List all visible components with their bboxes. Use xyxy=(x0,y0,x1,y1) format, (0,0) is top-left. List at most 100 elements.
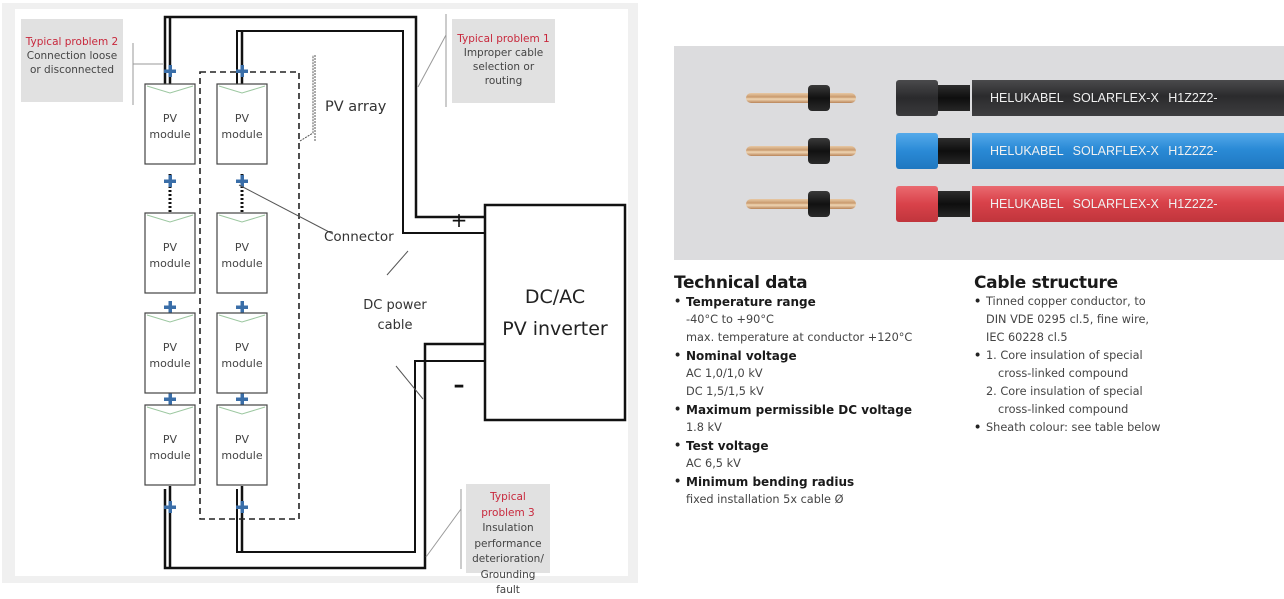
pv-module-box xyxy=(144,83,196,165)
callout-title: Typical problem 3 xyxy=(481,491,535,519)
pv-module: PV module xyxy=(144,83,196,165)
pv-module-box xyxy=(144,212,196,294)
callout-body-line: Improper cable xyxy=(463,47,544,59)
connector-icon xyxy=(236,393,248,405)
cable-blue: HELUKABEL SOLARFLEX-X H1Z2Z2- xyxy=(674,131,1284,171)
pv-module-label: module xyxy=(221,128,262,141)
callout-body-line: Insulation xyxy=(482,522,534,534)
pv-module-label: PV xyxy=(235,112,250,125)
spec-value: AC 1,0/1,0 kV xyxy=(686,367,763,380)
structure-line: cross-linked compound xyxy=(998,403,1129,416)
pv-array-leader-line xyxy=(299,55,314,142)
solar-cable-photo: HELUKABEL SOLARFLEX-X H1Z2Z2- HELUKABEL … xyxy=(674,46,1284,260)
cable-structure-section: Cable structure Tinned copper conductor,… xyxy=(974,273,1214,437)
pv-module-top-mark xyxy=(146,314,194,323)
spec-value: fixed installation 5x cable Ø xyxy=(686,493,844,506)
connector-icon xyxy=(164,501,176,513)
pv-module-label: module xyxy=(221,257,262,270)
pv-module-box xyxy=(144,404,196,486)
connector-icon xyxy=(164,301,176,313)
pv-module: PV module xyxy=(216,83,268,165)
pv-module-label: PV xyxy=(235,241,250,254)
pv-module-label: PV xyxy=(163,112,178,125)
callout-body-line: selection or xyxy=(472,61,535,73)
pv-module-label: module xyxy=(149,357,190,370)
connector-icon xyxy=(236,65,248,77)
technical-data-section: Technical data Temperature range -40°C t… xyxy=(674,273,954,509)
cable-sheath-print: HELUKABEL SOLARFLEX-X H1Z2Z2- xyxy=(972,80,1284,116)
dc-cable-leader-line-bottom xyxy=(395,365,424,400)
connector-icon xyxy=(236,175,248,187)
connector-icon xyxy=(164,65,176,77)
sheath-collar xyxy=(896,186,938,222)
connector-label: Connector xyxy=(324,229,394,245)
negative-terminal-sign: – xyxy=(454,373,465,398)
problem1-leader-diag xyxy=(417,34,447,88)
structure-item-sheath-colour: Sheath colour: see table below xyxy=(974,419,1214,437)
pv-module-label: PV xyxy=(235,341,250,354)
inner-insulation-sleeve xyxy=(808,191,830,217)
connector-icon xyxy=(236,501,248,513)
cable-red: HELUKABEL SOLARFLEX-X H1Z2Z2- xyxy=(674,184,1284,224)
copper-conductor xyxy=(746,199,856,209)
problem3-leader-diag xyxy=(425,508,462,558)
callout-body-line: Grounding fault xyxy=(480,568,536,597)
pv-module: PV module xyxy=(216,312,268,394)
spec-item-temperature: Temperature range -40°C to +90°C max. te… xyxy=(674,293,954,347)
callout-problem-1: Typical problem 1 Improper cable selecti… xyxy=(452,19,555,103)
pv-module-label: module xyxy=(221,449,262,462)
callout-title: Typical problem 1 xyxy=(457,33,550,45)
connector-leader-line xyxy=(238,184,334,235)
spec-value: AC 6,5 kV xyxy=(686,457,741,470)
spec-item-nominal-voltage: Nominal voltage AC 1,0/1,0 kV DC 1,5/1,5… xyxy=(674,347,954,401)
technical-data-heading: Technical data xyxy=(674,273,808,293)
pv-module-box xyxy=(216,404,268,486)
pv-module-label: PV xyxy=(163,241,178,254)
spec-item-max-dc-voltage: Maximum permissible DC voltage 1.8 kV xyxy=(674,401,954,437)
pv-array-boundary xyxy=(199,71,300,520)
spec-item-test-voltage: Test voltage AC 6,5 kV xyxy=(674,437,954,473)
connector-icon xyxy=(236,301,248,313)
dc-cable-label-line2: cable xyxy=(378,318,413,333)
callout-body-line: deterioration/ xyxy=(472,553,544,565)
dc-positive-cable xyxy=(163,15,485,234)
dc-cable-label-line1: DC power xyxy=(363,298,427,313)
pv-module-top-mark xyxy=(218,85,266,94)
pv-module-top-mark xyxy=(146,214,194,223)
dc-negative-cable xyxy=(163,342,485,570)
spec-value: 1.8 kV xyxy=(686,421,722,434)
inverter-label-line1: DC/AC xyxy=(525,286,585,308)
pv-module-top-mark xyxy=(218,406,266,415)
spec-value: DC 1,5/1,5 kV xyxy=(686,385,764,398)
sheath-collar xyxy=(896,133,938,169)
cable-black: HELUKABEL SOLARFLEX-X H1Z2Z2- xyxy=(674,78,1284,118)
callout-body-line: routing xyxy=(484,75,523,87)
copper-conductor xyxy=(746,146,856,156)
callout-problem-2: Typical problem 2 Connection loose or di… xyxy=(21,19,123,102)
pv-module-box xyxy=(216,212,268,294)
pv-module-top-mark xyxy=(218,314,266,323)
pv-module-top-mark xyxy=(146,85,194,94)
pv-module-box xyxy=(216,83,268,165)
pv-module-top-mark xyxy=(218,214,266,223)
spec-value: max. temperature at conductor +120°C xyxy=(686,331,913,344)
copper-conductor xyxy=(746,93,856,103)
structure-line: 1. Core insulation of special xyxy=(986,349,1143,362)
structure-line: DIN VDE 0295 cl.5, fine wire, xyxy=(986,313,1150,326)
spec-label: Temperature range xyxy=(686,295,816,309)
pv-module-label: module xyxy=(149,449,190,462)
spec-label: Maximum permissible DC voltage xyxy=(686,403,912,417)
structure-line: IEC 60228 cl.5 xyxy=(986,331,1068,344)
spec-label: Test voltage xyxy=(686,439,769,453)
pv-module-top-mark xyxy=(146,406,194,415)
pv-module-label: module xyxy=(149,128,190,141)
inner-insulation-sleeve xyxy=(808,138,830,164)
structure-line: cross-linked compound xyxy=(998,367,1129,380)
connectors xyxy=(164,65,248,513)
cable-sheath-print: HELUKABEL SOLARFLEX-X H1Z2Z2- xyxy=(972,133,1284,169)
dc-cable-leader-line-top xyxy=(386,250,409,276)
pv-module-label: module xyxy=(221,357,262,370)
